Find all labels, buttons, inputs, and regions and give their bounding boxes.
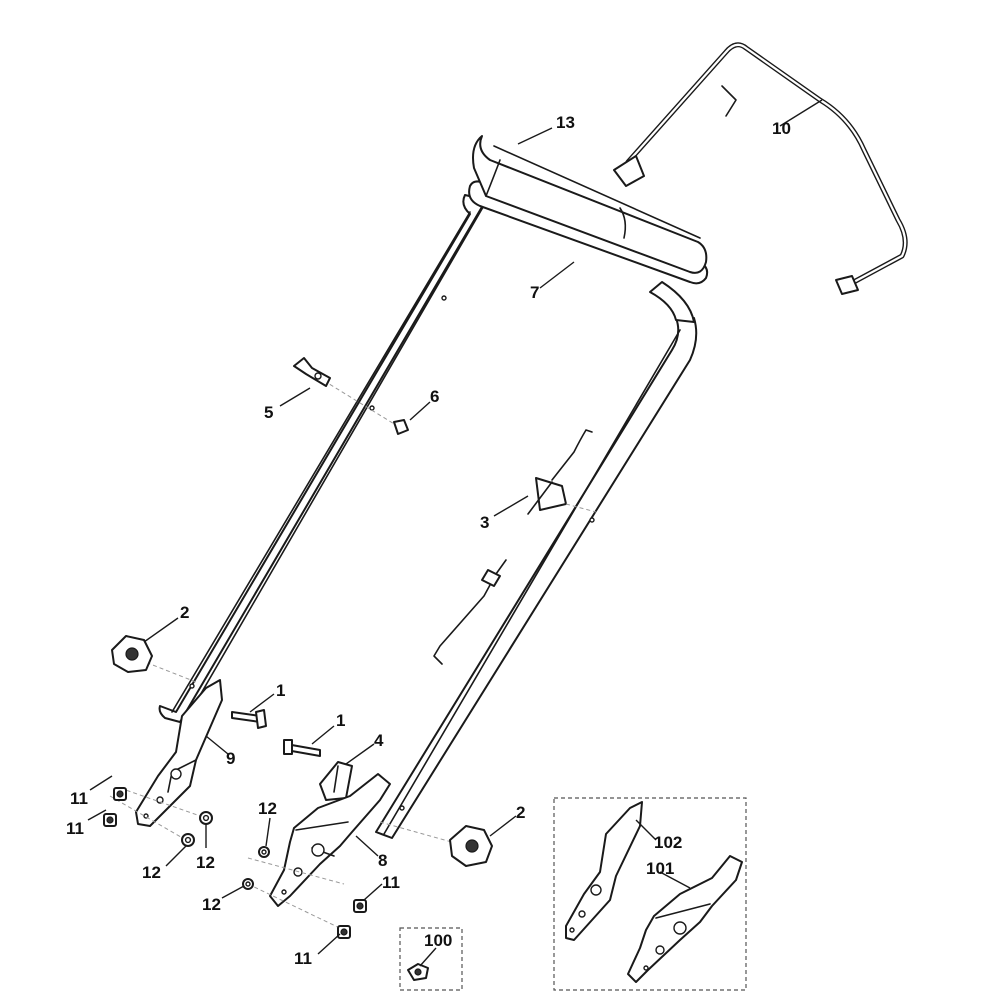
kit-100-box [399,927,463,991]
washer-b [242,878,254,890]
callout-2-left: 2 [180,603,189,622]
screw-b [103,813,117,827]
tube-cap [393,419,409,435]
callout-8: 8 [378,851,387,870]
bolt-lower [283,739,321,757]
foam-grip [472,135,708,274]
nut-a [199,811,213,825]
control-bail [613,42,908,295]
callout-101: 101 [646,859,674,878]
screw-d [337,925,351,939]
callout-11-a: 11 [70,789,88,808]
right-bracket [247,773,391,933]
callout-4: 4 [374,731,384,750]
callout-100: 100 [424,931,452,950]
callout-102: 102 [654,833,682,852]
callout-5: 5 [264,403,273,422]
screw-c [353,899,367,913]
callout-12-b: 12 [196,853,215,872]
callout-12-c: 12 [142,863,161,882]
callout-11-b: 11 [66,819,84,838]
kit-101-102-box [553,797,747,991]
callout-labels: 13 10 7 5 6 3 2 1 9 1 4 11 11 12 12 12 1… [66,113,791,968]
callout-1-lower: 1 [336,711,345,730]
callout-9: 9 [226,749,235,768]
callout-10: 10 [772,119,791,138]
spacer-block [319,761,353,801]
leader-lines [87,99,823,967]
handle-knob-right [379,821,493,867]
handle-frame [158,180,709,839]
callout-13: 13 [556,113,575,132]
callout-1-upper: 1 [276,681,285,700]
screw-a [113,787,127,801]
callout-11-c: 11 [382,873,400,892]
callout-7: 7 [530,283,539,302]
callout-6: 6 [430,387,439,406]
cable-assembly [433,429,597,665]
nut-b [181,833,195,847]
handle-knob-left [111,635,197,683]
callout-11-d: 11 [294,949,312,968]
bolt-upper [231,709,267,729]
callout-12-d: 12 [202,895,221,914]
cable-clip [293,357,405,431]
callout-3: 3 [480,513,489,532]
washer-a [258,846,270,858]
callout-2-right: 2 [516,803,525,822]
callout-12-a: 12 [258,799,277,818]
left-bracket [109,679,223,841]
